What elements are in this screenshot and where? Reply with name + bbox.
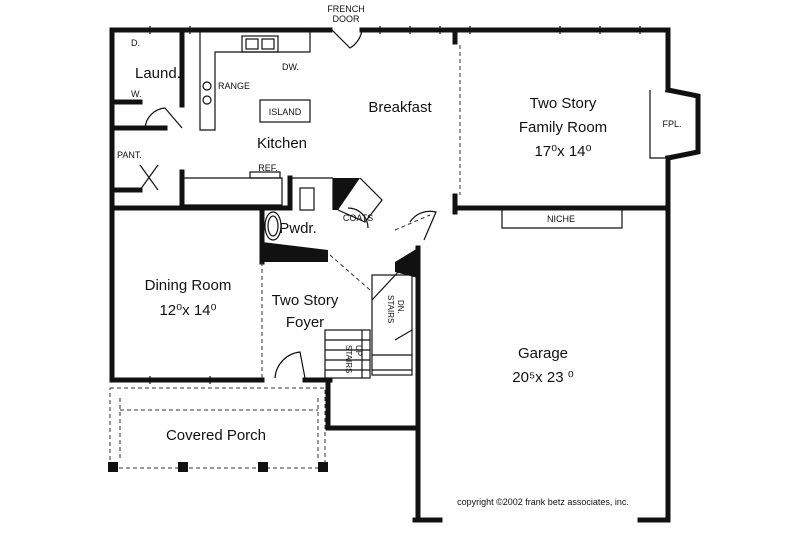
french-door-label-2: DOOR bbox=[333, 14, 361, 24]
pantry-label: PANT. bbox=[117, 150, 142, 160]
island-label: ISLAND bbox=[269, 107, 302, 117]
breakfast-label: Breakfast bbox=[368, 99, 432, 116]
powder-fixtures bbox=[264, 177, 334, 241]
garage-label: Garage bbox=[518, 345, 568, 362]
foyer-label-1: Two Story bbox=[272, 292, 339, 309]
dining-room-label: Dining Room bbox=[145, 277, 232, 294]
niche-label: NICHE bbox=[547, 214, 575, 224]
dashed-divisions bbox=[109, 45, 461, 469]
powder-room-label: Pwdr. bbox=[279, 220, 317, 237]
stairs bbox=[324, 274, 413, 379]
foyer-label-2: Foyer bbox=[286, 314, 324, 331]
laundry-dryer-label: D. bbox=[131, 38, 140, 48]
refrigerator-label: REF. bbox=[258, 163, 278, 173]
kitchen-label: Kitchen bbox=[257, 135, 307, 152]
french-door-label-1: FRENCH bbox=[327, 4, 365, 14]
fireplace-label: FPL. bbox=[662, 119, 681, 129]
fireplace-hearth bbox=[649, 90, 668, 159]
stairs-up-label-2: UP bbox=[354, 345, 363, 356]
dishwasher-label: DW. bbox=[282, 62, 299, 72]
range-label: RANGE bbox=[218, 81, 250, 91]
laundry-label: Laund. bbox=[135, 65, 181, 82]
porch-posts bbox=[108, 462, 328, 472]
island-counter bbox=[259, 99, 311, 123]
dining-room-size: 12⁰x 14⁰ bbox=[159, 302, 216, 319]
covered-porch-label: Covered Porch bbox=[166, 427, 266, 444]
stairs-down-label-2: DN. bbox=[396, 300, 405, 314]
family-room-label-1: Two Story bbox=[530, 95, 597, 112]
laundry-washer-label: W. bbox=[131, 89, 142, 99]
garage-size: 20⁵x 23 ⁰ bbox=[512, 369, 573, 386]
coats-label: COATS bbox=[343, 213, 373, 223]
kitchen-fixtures bbox=[202, 35, 311, 179]
stairs-up-label-1: STAIRS bbox=[344, 345, 353, 373]
door-swings bbox=[139, 29, 437, 379]
family-room-label-2: Family Room bbox=[519, 119, 607, 136]
interior-walls bbox=[109, 27, 623, 301]
family-room-size: 17⁰x 14⁰ bbox=[534, 143, 591, 160]
exterior-walls bbox=[109, 27, 701, 523]
stairs-down-label-1: STAIRS bbox=[386, 295, 395, 323]
copyright-text: copyright ©2002 frank betz associates, i… bbox=[457, 497, 629, 507]
